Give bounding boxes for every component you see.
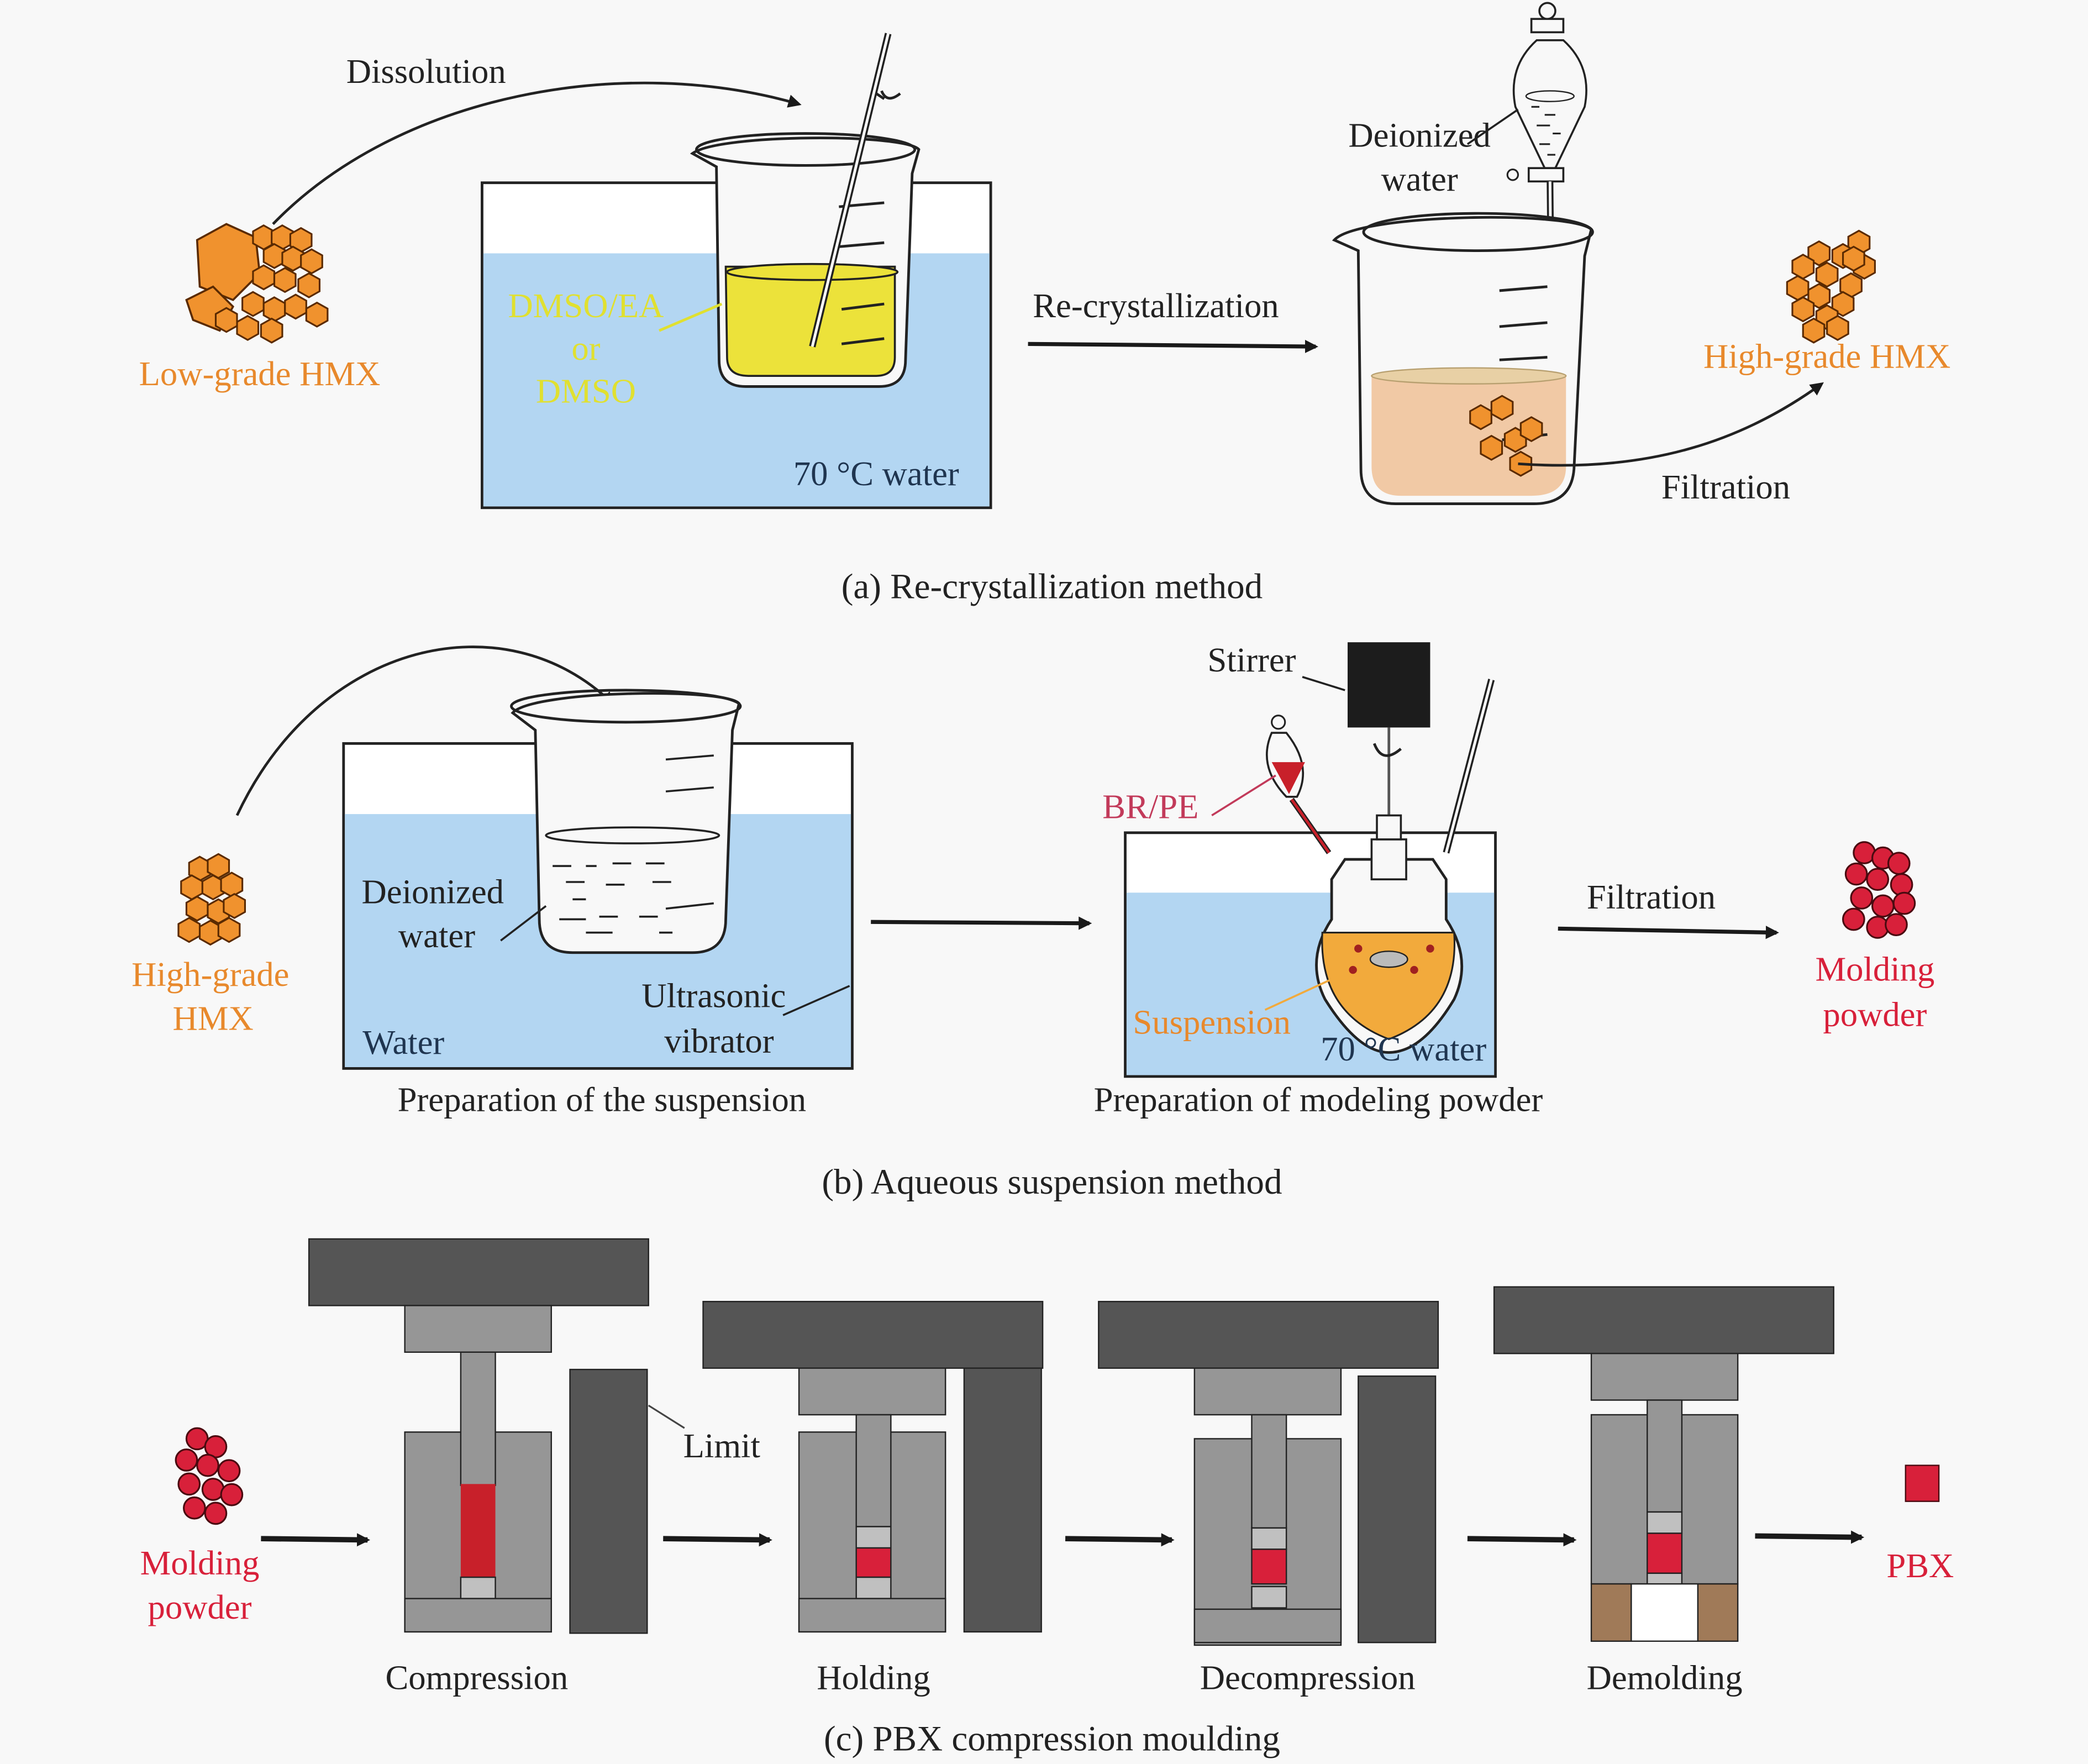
molding-powder-label-2: powder: [148, 1588, 252, 1626]
press-decompression: [1098, 1300, 1439, 1646]
ultrasonic-vibrator-label-2: vibrator: [664, 1021, 774, 1060]
high-grade-hmx-label-2: HMX: [173, 999, 254, 1038]
dropping-funnel-icon: [1265, 715, 1332, 854]
high-grade-hmx-crystals-icon: [177, 853, 246, 946]
panel-b: High-grade HMX Deionized water Water Ult…: [132, 641, 1934, 1202]
limit-block: [569, 1368, 648, 1634]
rotation-icon: [875, 90, 901, 100]
step-arrow: [261, 1533, 371, 1547]
high-grade-hmx-label: High-grade: [132, 955, 289, 994]
step-label-compression: Compression: [385, 1658, 568, 1697]
molding-powder-icon: [175, 1427, 244, 1525]
suspension-label: Suspension: [1133, 1003, 1290, 1042]
water-label: Water: [362, 1023, 444, 1062]
press-compression: [308, 1238, 649, 1634]
molding-powder-prep-caption: Preparation of modeling powder: [1094, 1080, 1543, 1119]
suspension-prep-caption: Preparation of the suspension: [398, 1080, 807, 1119]
press-holding: [702, 1300, 1044, 1633]
high-grade-hmx-label: High-grade HMX: [1703, 337, 1950, 376]
molding-powder-label-2: powder: [1823, 995, 1927, 1033]
step-arrow: [663, 1533, 772, 1547]
stirrer-label: Stirrer: [1207, 641, 1296, 679]
three-neck-flask-icon: [1315, 814, 1464, 1054]
pbx-label: PBX: [1886, 1546, 1954, 1585]
process-arrow: [871, 916, 1092, 930]
panel-a-caption: (a) Re-crystallization method: [841, 567, 1263, 607]
deionized-water-label-2: water: [1381, 160, 1458, 198]
pbx-product-icon: [1905, 1464, 1940, 1502]
step-label-holding: Holding: [817, 1658, 930, 1697]
low-grade-hmx-crystals-icon: [185, 223, 329, 344]
filtration-label: Filtration: [1661, 468, 1790, 506]
limit-label: Limit: [683, 1426, 761, 1465]
filtration-arrow: [1558, 926, 1779, 939]
low-grade-hmx-label: Low-grade HMX: [139, 354, 381, 393]
panel-b-caption: (b) Aqueous suspension method: [822, 1162, 1282, 1202]
beaker-icon: [690, 132, 921, 388]
transfer-arrow: [235, 645, 615, 816]
solvent-label: DMSO/EA: [508, 286, 664, 325]
panel-c-caption: (c) PBX compression moulding: [824, 1719, 1280, 1758]
deionized-water-label: Deionized: [362, 873, 504, 911]
step-arrow: [1467, 1533, 1577, 1547]
step-label-demolding: Demolding: [1587, 1658, 1743, 1697]
molding-powder-icon: [1842, 841, 1916, 939]
deionized-water-label-2: water: [398, 916, 475, 955]
filtration-label: Filtration: [1587, 878, 1716, 916]
recrystallization-beaker-icon: [1332, 212, 1594, 505]
panel-a: Low-grade HMX Dissolution DMSO/EA or DMS…: [139, 2, 1950, 607]
recrystallization-arrow: [1028, 339, 1318, 354]
panel-c: Molding powder Limit Compression: [140, 1238, 1954, 1758]
step-arrow: [1755, 1530, 1865, 1544]
support-block-right: [1697, 1583, 1739, 1642]
support-block-left: [1590, 1583, 1632, 1642]
high-grade-hmx-crystals-icon: [1786, 229, 1876, 344]
suspension-beaker-icon: [510, 689, 742, 954]
step-arrow: [1065, 1533, 1175, 1547]
dissolution-label: Dissolution: [346, 52, 506, 91]
filtration-arrow: [1518, 382, 1824, 467]
stirrer-motor-icon: [1347, 642, 1430, 728]
recrystallization-label: Re-crystallization: [1033, 286, 1279, 325]
step-label-decompression: Decompression: [1200, 1658, 1416, 1697]
molding-powder-label: Molding: [1815, 949, 1934, 988]
dissolution-arrow: [272, 81, 802, 225]
solvent-label-or: or: [571, 329, 600, 368]
press-demolding: [1493, 1286, 1834, 1642]
bath-temperature-label: 70 °C water: [1321, 1030, 1486, 1068]
ultrasonic-vibrator-label: Ultrasonic: [641, 977, 786, 1015]
binder-label: BR/PE: [1102, 787, 1198, 826]
molding-powder-label: Molding: [140, 1544, 260, 1582]
solvent-label-dmso: DMSO: [536, 371, 636, 410]
deionized-water-label: Deionized: [1348, 116, 1490, 155]
bath-temperature-label: 70 °C water: [793, 454, 959, 493]
